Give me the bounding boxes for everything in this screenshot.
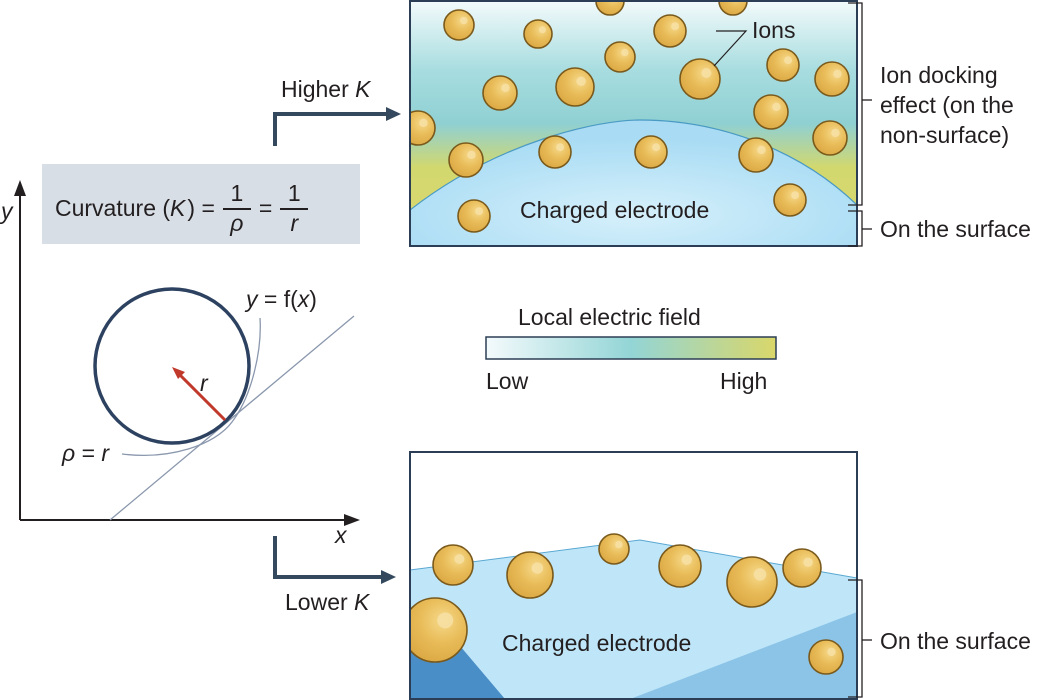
ion xyxy=(738,137,774,173)
ion xyxy=(555,67,595,107)
docking-line-1: Ion docking xyxy=(880,62,998,88)
lower-k-word: Lower xyxy=(285,589,355,615)
ion xyxy=(523,19,553,49)
ion xyxy=(773,183,807,217)
docking-bracket xyxy=(848,2,863,206)
top-ions xyxy=(410,1,850,233)
fraction-denominator: ρ xyxy=(230,210,244,236)
lower-k-arrowhead-icon xyxy=(381,570,396,584)
ion xyxy=(753,94,789,130)
bottom-panel-scene xyxy=(410,452,857,699)
ion xyxy=(448,142,484,178)
higher-k-symbol: K xyxy=(355,76,371,102)
ion xyxy=(598,533,630,565)
ion xyxy=(538,135,572,169)
fraction-denominator: r xyxy=(290,210,299,236)
field-legend-bar xyxy=(485,336,777,360)
ions-label: Ions xyxy=(752,17,796,43)
flat-electrode-side-right xyxy=(630,612,857,699)
ion xyxy=(658,544,702,588)
ion xyxy=(595,1,625,16)
ion xyxy=(482,75,518,111)
ion xyxy=(679,58,721,100)
bottom-surface-label: On the surface xyxy=(880,628,1031,654)
legend-high-label: High xyxy=(720,368,768,394)
ion xyxy=(726,556,778,608)
function-curve xyxy=(121,317,261,456)
radius-label: r xyxy=(200,370,208,396)
tangent-line xyxy=(109,315,355,521)
fraction-one-over-rho: 1 ρ xyxy=(222,180,251,236)
ion xyxy=(718,1,748,16)
ion xyxy=(812,120,848,156)
curve-label: y = f(x) xyxy=(246,286,317,312)
surface-bracket-bottom xyxy=(848,579,863,698)
top-surface-label: On the surface xyxy=(880,216,1031,242)
osculating-circle xyxy=(93,287,251,445)
legend-low-label: Low xyxy=(486,368,529,394)
lower-k-symbol: K xyxy=(354,589,370,615)
formula-prefix: Curvature ( xyxy=(55,195,171,221)
ion xyxy=(457,199,491,233)
top-panel-frame xyxy=(409,0,858,247)
ion xyxy=(766,48,800,82)
bottom-electrode-label: Charged electrode xyxy=(502,630,692,656)
ion xyxy=(506,551,554,599)
ion xyxy=(782,548,822,588)
lower-k-label: Lower K xyxy=(285,591,369,614)
fraction-bar xyxy=(280,208,309,210)
radius-arrow xyxy=(177,372,227,422)
radius-arrowhead-icon xyxy=(172,367,185,379)
fraction-one-over-r: 1 r xyxy=(280,180,309,236)
ion xyxy=(443,9,475,41)
ion xyxy=(604,41,636,73)
docking-effect-label: Ion docking effect (on the non-surface) xyxy=(880,60,1014,150)
ion xyxy=(808,639,844,675)
formula-equals: = xyxy=(258,195,273,221)
y-axis-label: y xyxy=(1,198,13,224)
ion xyxy=(410,110,436,146)
curvature-formula: Curvature (K) = 1 ρ = 1 r xyxy=(55,182,316,235)
bottom-panel-frame xyxy=(409,451,858,700)
ion xyxy=(410,597,468,663)
x-axis-arrowhead-icon xyxy=(344,514,360,526)
higher-k-word: Higher xyxy=(281,76,356,102)
formula-suffix: ) = xyxy=(187,195,215,221)
ion xyxy=(814,61,850,97)
formula-k-symbol: K xyxy=(170,195,186,221)
ion xyxy=(653,14,687,48)
x-axis-label: x xyxy=(335,522,347,548)
bottom-ions xyxy=(410,533,844,675)
fraction-numerator: 1 xyxy=(230,180,244,206)
legend-title: Local electric field xyxy=(518,304,701,330)
y-axis-arrowhead-icon xyxy=(14,180,26,196)
curvature-formula-box xyxy=(42,164,360,244)
top-electrode-label: Charged electrode xyxy=(520,197,710,223)
docking-line-3: non-surface) xyxy=(880,122,1010,148)
higher-k-arrowhead-icon xyxy=(386,107,401,121)
xy-axes xyxy=(14,180,360,526)
ions-leader-line xyxy=(713,30,748,67)
lower-k-arrow xyxy=(273,536,386,579)
rho-label: ρ = r xyxy=(62,440,110,466)
higher-k-label: Higher K xyxy=(281,78,371,101)
fraction-bar xyxy=(222,208,251,210)
fraction-numerator: 1 xyxy=(287,180,301,206)
ion xyxy=(432,544,474,586)
higher-k-arrow xyxy=(273,112,396,146)
top-panel-scene xyxy=(410,1,857,246)
ion xyxy=(634,135,668,169)
docking-line-2: effect (on the xyxy=(880,92,1014,118)
